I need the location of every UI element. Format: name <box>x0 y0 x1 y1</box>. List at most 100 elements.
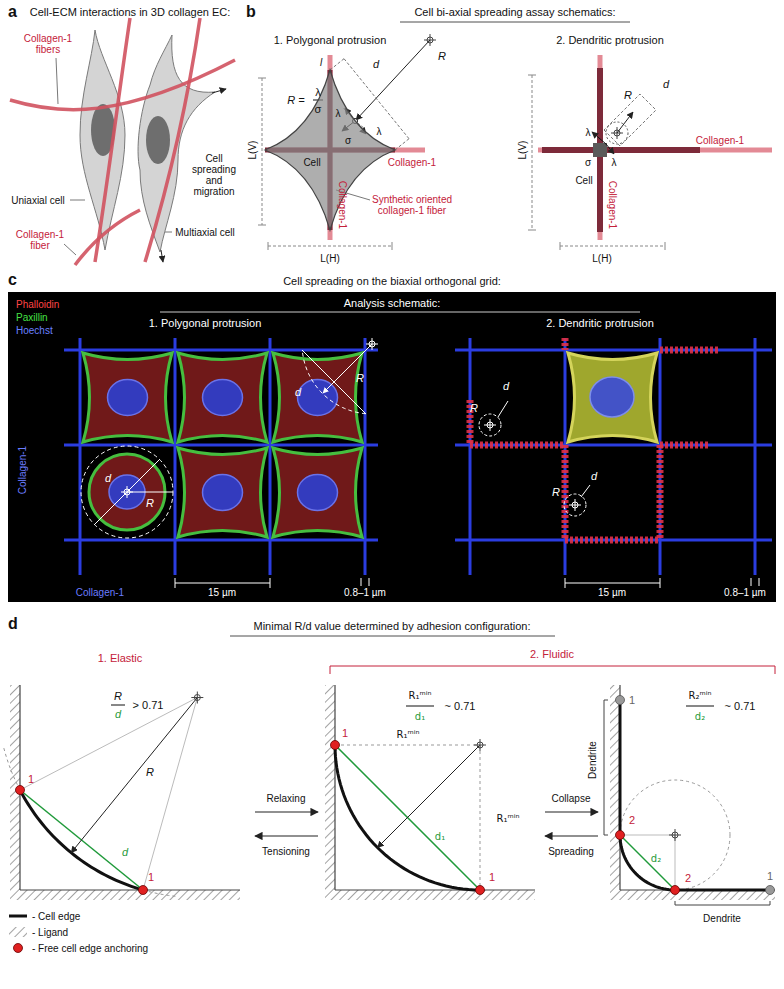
figure-label: d <box>295 386 301 398</box>
transition-arrow <box>545 835 598 836</box>
construction-line <box>620 835 675 836</box>
chord-line <box>498 401 508 417</box>
collagen-grid-line <box>455 539 772 542</box>
transition-arrow <box>255 835 318 836</box>
figure-label: Collapse <box>552 793 591 804</box>
figure-label: d₂ <box>695 711 705 722</box>
collagen-grid-line <box>64 444 378 447</box>
figure-label: R <box>438 50 446 62</box>
cell-label: Cell <box>303 157 320 168</box>
fraction-bar <box>686 706 714 707</box>
figure-label: 1 <box>148 871 154 883</box>
title-underline <box>160 312 640 313</box>
panel-letter: b <box>246 3 256 21</box>
figure-label: d <box>122 846 128 858</box>
figure-label: λ <box>315 86 321 98</box>
ligand-wall <box>20 889 240 890</box>
annotation-circle <box>81 446 173 538</box>
figure-label: L(H) <box>592 253 611 264</box>
figure-label: l <box>320 57 322 68</box>
annotation-circle <box>479 414 501 436</box>
figure-label: R₁ᵐⁱⁿ <box>409 690 432 701</box>
figure-label: 1. Elastic <box>98 652 143 664</box>
figure-label: σ <box>585 157 591 168</box>
figure-label: Collagen-1 <box>607 181 618 229</box>
center-mark <box>197 692 198 704</box>
figure-label: Uniaxial cell <box>11 195 64 206</box>
figure-label: R <box>146 766 154 778</box>
figure-label: Cell bi-axial spreading assay schematics… <box>414 6 615 18</box>
figure-label: d <box>373 58 379 70</box>
collagen-grid-line <box>455 444 772 447</box>
collagen-grid-line <box>64 349 378 352</box>
chord-line <box>581 485 590 497</box>
figure-label: Analysis schematic: <box>344 297 441 309</box>
anchor-dot <box>476 886 485 895</box>
dimension-tick <box>665 242 666 250</box>
figure-label: Cell <box>575 175 592 186</box>
construction-line <box>143 698 197 890</box>
dimension-line <box>532 75 533 230</box>
fraction-bar <box>406 706 434 707</box>
cell-nucleus <box>298 475 338 511</box>
figure-label: 2. Fluidic <box>530 648 574 660</box>
radius-arrow <box>71 698 197 853</box>
dimension-line <box>268 246 392 247</box>
figure-label: R₁ᵐⁱⁿ <box>397 729 420 740</box>
cell-nucleus <box>203 380 243 416</box>
dendrite-bracket <box>675 901 770 905</box>
dimension-tick <box>268 242 269 250</box>
figure-label: Collagen-1 <box>696 135 744 146</box>
polygonal-cell <box>178 353 267 442</box>
dimension-tick <box>392 242 393 250</box>
center-mark <box>490 419 491 431</box>
legend-text: - Cell edge <box>32 911 80 922</box>
collagen-grid-line <box>64 539 378 542</box>
scale-tick <box>660 578 661 588</box>
chord-box <box>604 94 656 146</box>
scale-tick <box>565 578 566 588</box>
transition-arrow <box>545 811 598 812</box>
figure-label: L(V) <box>517 141 528 160</box>
figure-label: R <box>356 372 364 384</box>
anchor-dot <box>16 786 25 795</box>
cell-edge <box>335 745 480 890</box>
dendrite-bracket <box>604 700 608 835</box>
panel-letter: d <box>8 615 18 633</box>
figure-label: σ <box>345 135 351 146</box>
figure-label: 1 <box>28 773 34 785</box>
figure-label: d₁ <box>415 711 425 722</box>
dimension-tick <box>528 230 536 231</box>
anchor-dot <box>766 886 775 895</box>
figure-label: d <box>105 472 111 484</box>
figure-label: Minimal R/d value determined by adhesion… <box>254 620 531 632</box>
anchor-dot <box>671 886 680 895</box>
figure-label: Collagen-1 <box>337 181 348 229</box>
dimension-tick <box>528 75 536 76</box>
migration-arrow <box>161 250 163 262</box>
figure-label: λ <box>612 157 617 168</box>
dendritic-protrusion <box>660 442 710 449</box>
figure-label: Relaxing <box>267 793 306 804</box>
figure-label: R <box>114 690 122 702</box>
polygonal-cell <box>273 353 362 442</box>
transition-arrow <box>255 811 318 812</box>
figure-label: 15 µm <box>598 587 626 598</box>
figure-label: R <box>470 402 478 414</box>
scale-tick <box>759 578 760 586</box>
polygonal-cell <box>83 353 172 442</box>
circle-extension <box>143 890 177 897</box>
figure-label: Dendrite <box>703 913 741 924</box>
cell-nucleus <box>146 116 170 164</box>
construction-line <box>20 698 197 790</box>
figure-label: 0.8–1 µm <box>724 587 766 598</box>
tension-arrow <box>606 144 614 154</box>
polygonal-cell <box>178 448 267 537</box>
cell-nucleus <box>108 380 148 416</box>
scale-tick <box>175 578 176 588</box>
dendritic-cell <box>568 353 657 442</box>
figure-label: 1. Polygonal protrusion <box>274 34 387 46</box>
collagen-fiber <box>145 18 200 262</box>
